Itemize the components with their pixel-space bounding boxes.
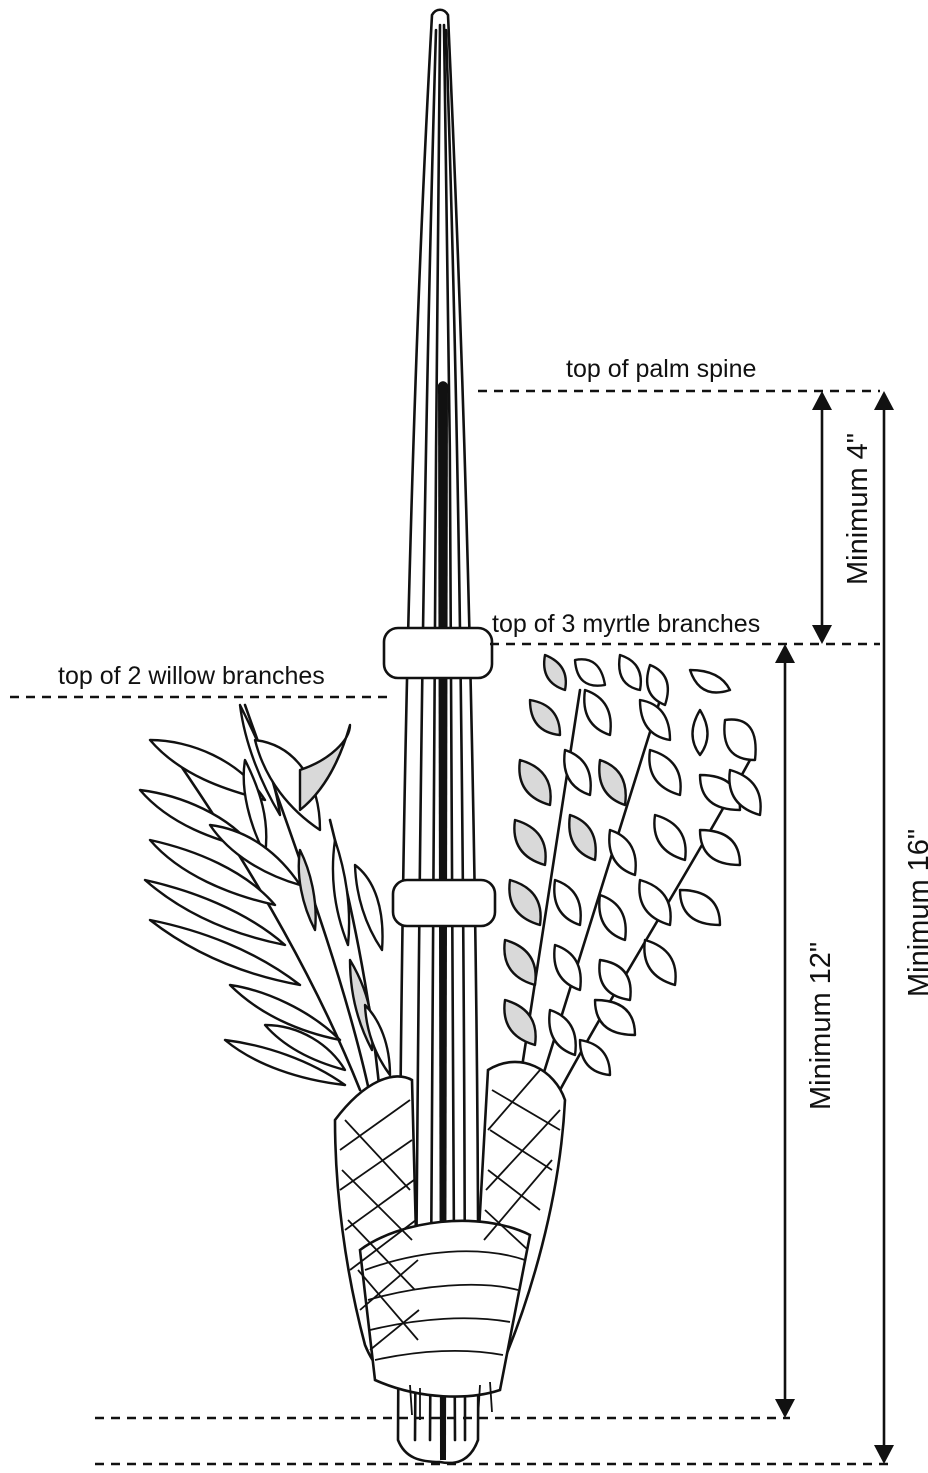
dimension-arrow-4-inch (812, 391, 832, 644)
willow-top-label: top of 2 willow branches (58, 662, 325, 690)
dimension-label-12-inch: Minimum 12" (805, 942, 837, 1110)
dimension-arrow-16-inch (874, 391, 894, 1464)
dimension-label-16-inch: Minimum 16" (903, 829, 928, 997)
palm-branch-illustration (335, 10, 565, 1463)
willow-branches-illustration (140, 705, 390, 1095)
dimension-label-4-inch: Minimum 4" (842, 433, 874, 585)
palm-spine-top-label: top of palm spine (566, 355, 756, 383)
myrtle-top-label: top of 3 myrtle branches (492, 610, 760, 638)
dimension-arrow-12-inch (775, 644, 795, 1418)
myrtle-branches-illustration (504, 655, 760, 1090)
